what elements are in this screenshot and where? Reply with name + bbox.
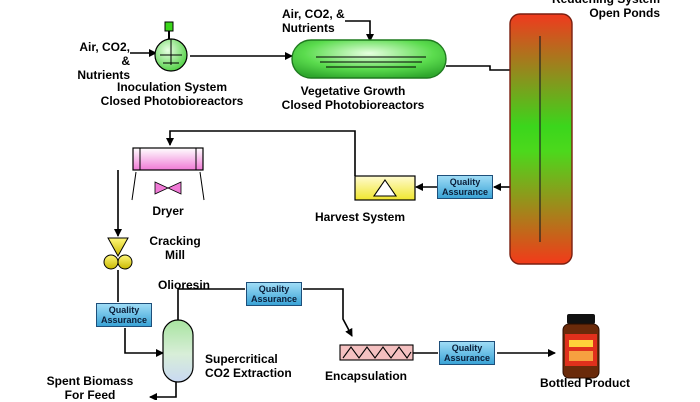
extraction-label: Supercritical CO2 Extraction bbox=[205, 352, 292, 380]
inoculation-reactor bbox=[154, 21, 188, 72]
vegetative-reactor bbox=[291, 39, 447, 79]
open-ponds-label: Reddening System Open Ponds bbox=[552, 0, 660, 20]
quality-assurance-mill: Quality Assurance bbox=[96, 303, 152, 327]
open-ponds-tank bbox=[509, 13, 573, 265]
inoculation-inputs-label: Air, CO2, & Nutrients bbox=[77, 40, 130, 82]
encapsulation-label: Encapsulation bbox=[324, 369, 407, 383]
flow-lines bbox=[114, 20, 556, 400]
bottle-product bbox=[562, 314, 600, 379]
spent-biomass-label: Spent Biomass For Feed bbox=[46, 374, 134, 402]
bottled-product-label: Bottled Product bbox=[540, 376, 630, 390]
vegetative-input-arrow bbox=[345, 20, 374, 42]
quality-assurance-encapsulation: Quality Assurance bbox=[439, 341, 495, 365]
encapsulation-unit bbox=[339, 344, 414, 361]
cracking-mill-label: Cracking Mill bbox=[149, 234, 201, 262]
extraction-to-qa-line bbox=[177, 288, 245, 320]
oleoresin-label: Olioresin bbox=[158, 278, 211, 292]
extraction-vessel bbox=[162, 319, 194, 383]
spent-biomass-arrow bbox=[149, 382, 177, 400]
quality-assurance-harvest: Quality Assurance bbox=[437, 175, 493, 199]
inoculation-label: Inoculation System Closed Photobioreacto… bbox=[100, 80, 244, 108]
harvest-label: Harvest System bbox=[314, 210, 406, 224]
harvest-unit bbox=[354, 175, 416, 201]
vegetative-to-ponds-line bbox=[446, 65, 510, 71]
quality-assurance-oleoresin: Quality Assurance bbox=[246, 282, 302, 306]
cracking-mill bbox=[103, 237, 133, 270]
harvest-to-dryer-arrow bbox=[166, 130, 356, 176]
vegetative-inputs-label: Air, CO2, & Nutrients bbox=[282, 7, 345, 35]
vegetative-label: Vegetative Growth Closed Photobioreactor… bbox=[281, 84, 425, 112]
qa-to-extraction-arrow bbox=[124, 328, 164, 357]
dryer-label: Dryer bbox=[152, 204, 184, 218]
qa-to-encapsulation-arrow bbox=[303, 288, 353, 337]
dryer-unit bbox=[131, 147, 205, 201]
